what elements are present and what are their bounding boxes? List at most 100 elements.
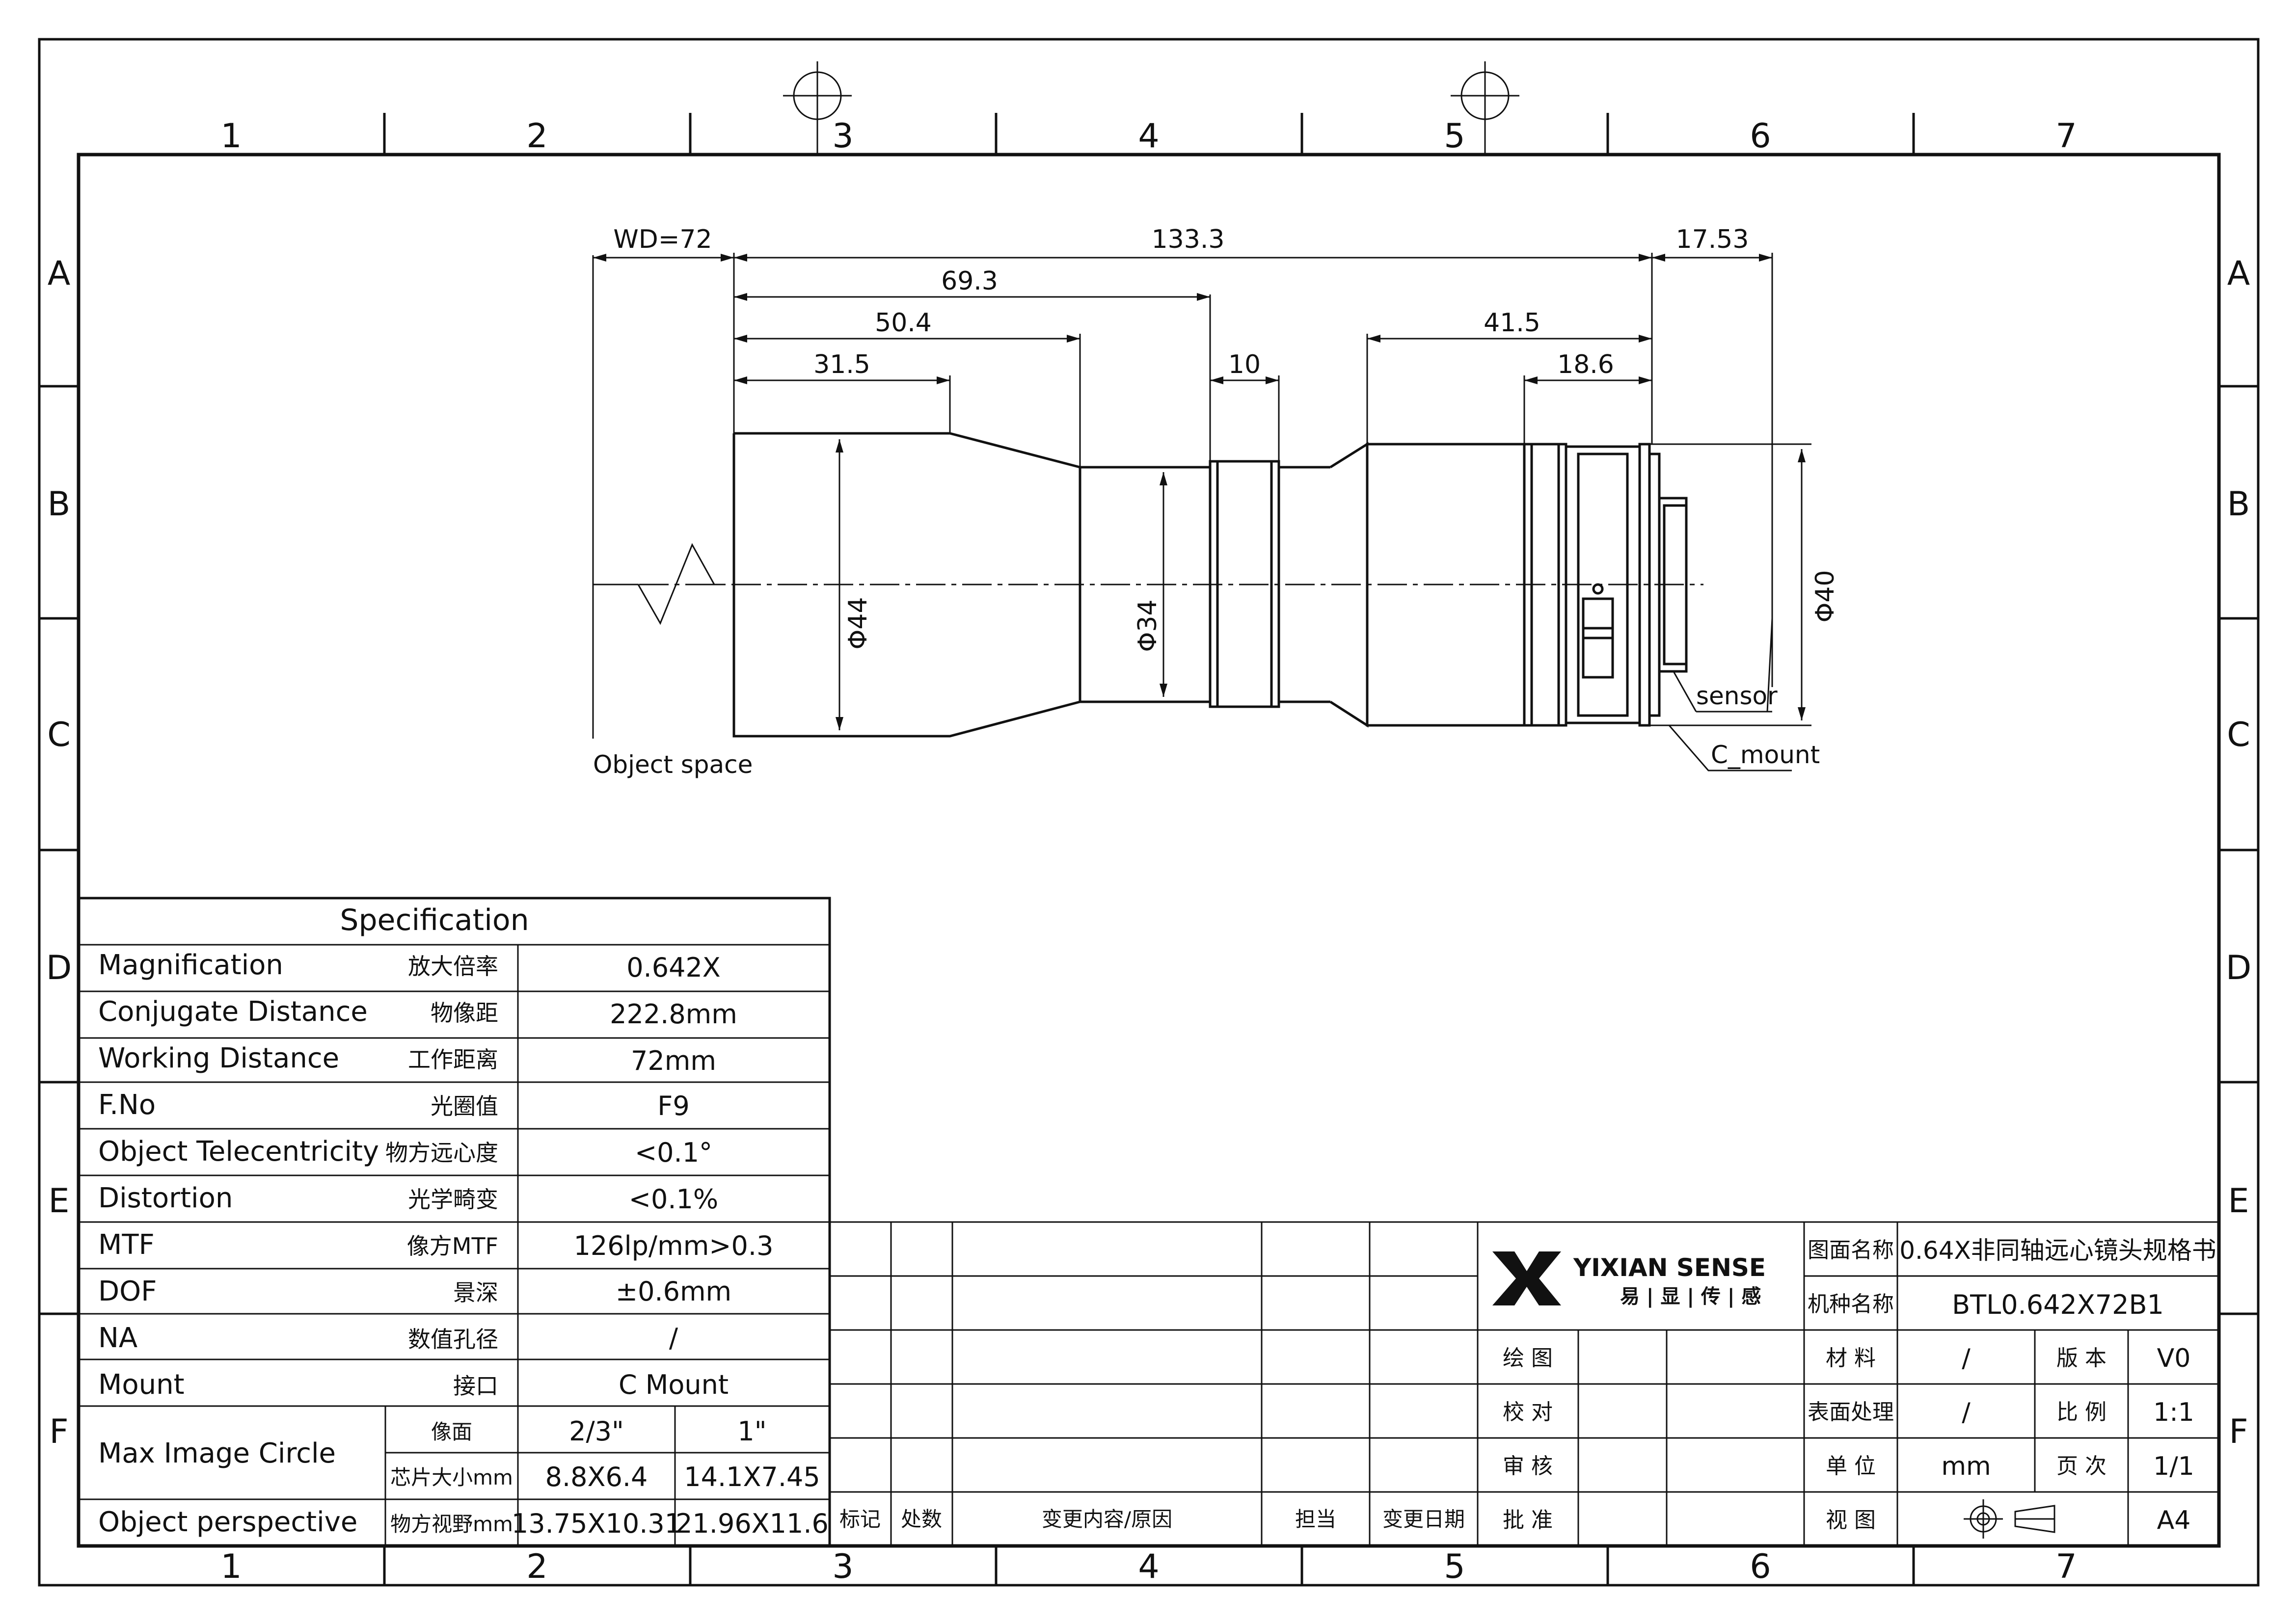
row-label-right-f: F	[2229, 1412, 2248, 1451]
row-label-right-c: C	[2227, 716, 2250, 754]
sensor-label: sensor	[1696, 682, 1778, 710]
row-label-right-e: E	[2228, 1182, 2249, 1221]
spec-label-mount: Mount	[98, 1369, 185, 1401]
dim-31: 31.5	[813, 350, 870, 379]
outer-border	[38, 38, 2260, 1587]
dim-17: 17.53	[1676, 225, 1749, 254]
col-label-top-6: 6	[1750, 117, 1771, 156]
brand-logo	[1492, 1251, 1561, 1305]
surface-value: /	[1962, 1398, 1971, 1427]
material-value: /	[1962, 1344, 1971, 1373]
spec-value-fno: F9	[657, 1090, 689, 1121]
unit-value: mm	[1941, 1452, 1991, 1481]
review-label: 审 核	[1503, 1454, 1553, 1479]
check-label: 校 对	[1503, 1400, 1553, 1425]
paper-size-value: A4	[2157, 1506, 2191, 1535]
dimension-arrows	[593, 254, 1806, 730]
spec-label-max-image-circle: Max Image Circle	[98, 1437, 336, 1469]
extension-lines	[733, 253, 1811, 726]
spec-value-mount: C Mount	[619, 1369, 729, 1400]
spec-cn-conjugate-distance: 物像距	[431, 1000, 498, 1026]
revision-header-owner: 担当	[1295, 1507, 1336, 1531]
row-label-left-c: C	[47, 716, 70, 754]
dim-50: 50.4	[875, 308, 932, 338]
view-label: 视 图	[1826, 1508, 1876, 1533]
spec-label-object-perspective: Object perspective	[98, 1506, 357, 1538]
spec-cn-distortion: 光学畸变	[408, 1186, 498, 1213]
spec-label-working-distance: Working Distance	[98, 1042, 339, 1074]
column-ticks	[383, 113, 1915, 1585]
projection-symbol-icon	[1964, 1499, 2055, 1539]
row-label-left-b: B	[48, 485, 71, 524]
row-label-left-a: A	[48, 254, 71, 293]
col-label-bottom-3: 3	[832, 1547, 853, 1586]
page-label: 页 次	[2056, 1454, 2107, 1479]
col-label-bottom-2: 2	[526, 1547, 547, 1586]
brand-name: YIXIAN SENSE	[1573, 1253, 1766, 1282]
revision-header-count: 处数	[901, 1507, 942, 1531]
row-label-right-d: D	[2226, 949, 2251, 987]
spec-cn-magnification: 放大倍率	[408, 953, 498, 980]
model-name: BTL0.642X72B1	[1952, 1289, 2164, 1320]
surface-label: 表面处理	[1808, 1400, 1894, 1425]
revision-header-date: 变更日期	[1382, 1507, 1465, 1531]
spec-label-telecentricity: Object Telecentricity	[98, 1136, 379, 1168]
spec-value-telecentricity: <0.1°	[635, 1137, 712, 1168]
drawing-name-label: 图面名称	[1808, 1238, 1894, 1263]
spec-cn-working-distance: 工作距离	[408, 1046, 498, 1073]
col-label-bottom-7: 7	[2055, 1547, 2077, 1586]
spec-label-na: NA	[98, 1322, 137, 1354]
crosshair-mark-left	[783, 61, 852, 155]
spec-cn-image-plane: 像面	[431, 1420, 472, 1444]
row-ticks	[39, 385, 2258, 1315]
brand-name-cn: 易 | 显 | 传 | 感	[1620, 1285, 1761, 1308]
spec-label-distortion: Distortion	[98, 1182, 233, 1214]
revision-block	[829, 1221, 1479, 1547]
dimension-lines	[593, 257, 1803, 730]
dim-dia34: Φ34	[1133, 599, 1162, 652]
scale-value: 1:1	[2153, 1398, 2194, 1427]
spec-label-mtf: MTF	[98, 1229, 155, 1261]
spec-value-na: /	[669, 1323, 678, 1354]
col-label-bottom-1: 1	[220, 1547, 242, 1586]
col-label-top-5: 5	[1444, 117, 1465, 156]
object-space-label: Object space	[593, 750, 753, 779]
model-label: 机种名称	[1808, 1292, 1894, 1317]
spec-cn-na: 数值孔径	[408, 1326, 498, 1353]
unit-label: 单 位	[1826, 1454, 1876, 1479]
crosshair-mark-right	[1451, 61, 1519, 155]
spec-label-dof: DOF	[98, 1276, 157, 1307]
spec-value-working-distance: 72mm	[631, 1045, 716, 1076]
object-plane	[592, 255, 722, 739]
spec-value-chip-b: 14.1X7.45	[684, 1462, 820, 1492]
spec-title: Specification	[340, 903, 529, 937]
approve-label: 批 准	[1503, 1508, 1553, 1533]
row-label-left-e: E	[49, 1182, 70, 1221]
col-label-top-1: 1	[220, 117, 242, 156]
draw-label: 绘 图	[1503, 1346, 1553, 1371]
spec-cn-dof: 景深	[453, 1279, 498, 1306]
spec-label-fno: F.No	[98, 1089, 156, 1121]
spec-table	[77, 897, 831, 1547]
drawing-name: 0.64X非同轴远心镜头规格书	[1899, 1236, 2216, 1265]
spec-cn-mount: 接口	[453, 1373, 498, 1399]
dim-total-length: 133.3	[1152, 225, 1225, 254]
dim-41: 41.5	[1484, 308, 1540, 338]
version-label: 版 本	[2056, 1346, 2107, 1371]
spec-value-perspective-b: 21.96X11.6	[675, 1508, 829, 1539]
spec-cn-object-perspective: 物方视野mm	[390, 1512, 513, 1536]
spec-value-dof: ±0.6mm	[616, 1276, 731, 1307]
dim-dia44: Φ44	[843, 597, 873, 649]
spec-label-magnification: Magnification	[98, 949, 283, 981]
title-block	[1477, 1221, 2220, 1547]
row-label-left-f: F	[49, 1412, 68, 1451]
version-value: V0	[2157, 1344, 2191, 1373]
spec-value-perspective-a: 13.75X10.31	[512, 1508, 681, 1539]
revision-header-mark: 标记	[839, 1507, 881, 1531]
row-label-left-d: D	[46, 949, 72, 987]
dim-18: 18.6	[1557, 350, 1614, 379]
material-label: 材 料	[1826, 1346, 1876, 1371]
scale-label: 比 例	[2056, 1400, 2107, 1425]
spec-value-mtf: 126lp/mm>0.3	[574, 1230, 774, 1261]
